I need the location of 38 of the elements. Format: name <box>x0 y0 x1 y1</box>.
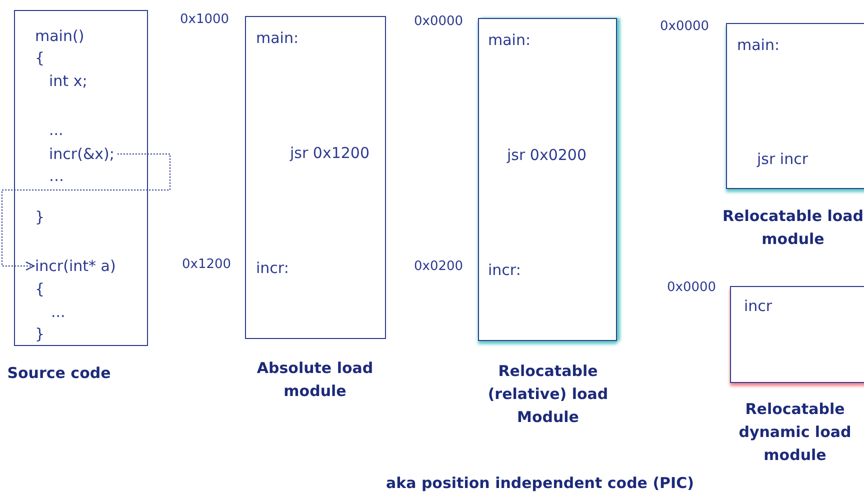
code-line: int x; <box>49 72 88 90</box>
code-line: } <box>35 208 45 226</box>
code-line: incr(int* a) <box>35 257 116 275</box>
code-label: incr <box>744 297 772 315</box>
code-label: jsr 0x0200 <box>507 146 587 164</box>
address-label: 0x0200 <box>414 259 464 275</box>
code-line: … <box>49 167 64 185</box>
note-text: aka position independent code (PIC) <box>386 473 694 494</box>
code-label: main: <box>737 36 780 54</box>
code-label: incr: <box>256 259 289 277</box>
code-line: { <box>35 49 45 67</box>
address-label: 0x0000 <box>414 14 464 30</box>
address-label: 0x1000 <box>180 12 230 28</box>
code-line: ... <box>51 303 66 321</box>
memory-module-box <box>478 18 617 341</box>
memory-module-box <box>730 286 864 383</box>
module-caption: Absolute load module <box>256 358 374 402</box>
code-line: incr(&x); <box>49 145 114 163</box>
memory-module-box <box>245 16 386 339</box>
code-label: main: <box>256 29 299 47</box>
code-label: jsr incr <box>757 150 808 168</box>
code-line: main() <box>35 27 84 45</box>
code-label: incr: <box>488 261 521 279</box>
module-caption: Relocatable dynamic load module <box>738 399 852 466</box>
module-caption: Source code <box>6 363 112 384</box>
address-label: 0x0000 <box>660 19 710 35</box>
address-label: 0x1200 <box>182 257 232 273</box>
module-caption: Relocatable (relative) load Module <box>486 361 610 428</box>
source-code-box <box>14 10 148 346</box>
address-label: 0x0000 <box>667 280 716 296</box>
module-caption: Relocatable load module <box>721 206 864 250</box>
code-line: { <box>35 280 45 298</box>
code-label: main: <box>488 31 531 49</box>
code-line: } <box>35 325 45 343</box>
code-label: jsr 0x1200 <box>290 144 370 162</box>
call-arrow <box>2 154 170 271</box>
memory-module-box <box>726 23 864 189</box>
code-line: ... <box>49 121 64 139</box>
